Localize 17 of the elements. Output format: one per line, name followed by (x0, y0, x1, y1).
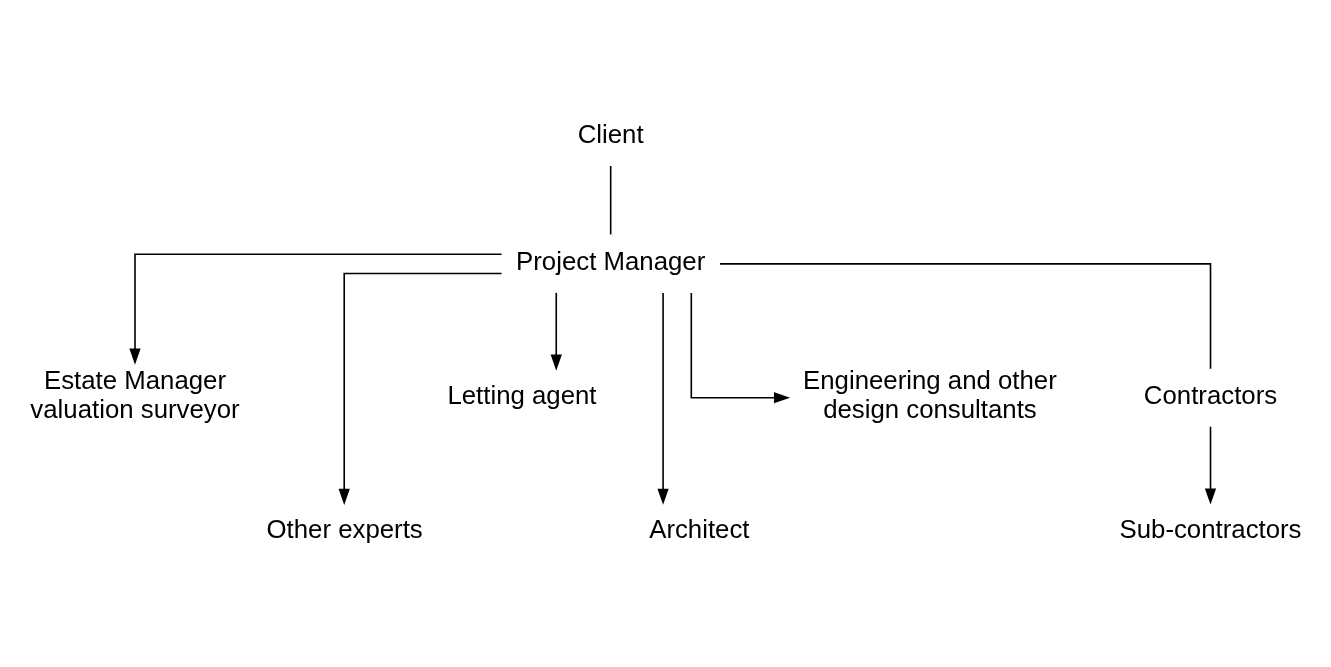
node-text: Sub-contractors (1119, 514, 1302, 543)
arrow (129, 252, 503, 365)
node-text: Estate Manager valuation surveyor (30, 365, 240, 423)
node-text: Project Manager (516, 246, 706, 275)
node-text: Client (577, 119, 644, 148)
node-text: Letting agent (447, 380, 597, 409)
arrow (657, 291, 669, 505)
node-text: Other experts (266, 514, 423, 543)
node-text: Engineering and other design consultants (803, 365, 1057, 423)
arrow (1204, 425, 1217, 504)
arrow (690, 291, 791, 403)
connector (609, 164, 612, 235)
node-text: Contractors (1143, 380, 1278, 409)
arrow (338, 272, 503, 505)
connector (719, 262, 1212, 369)
node-text: Architect (649, 514, 750, 543)
arrow (550, 291, 562, 371)
